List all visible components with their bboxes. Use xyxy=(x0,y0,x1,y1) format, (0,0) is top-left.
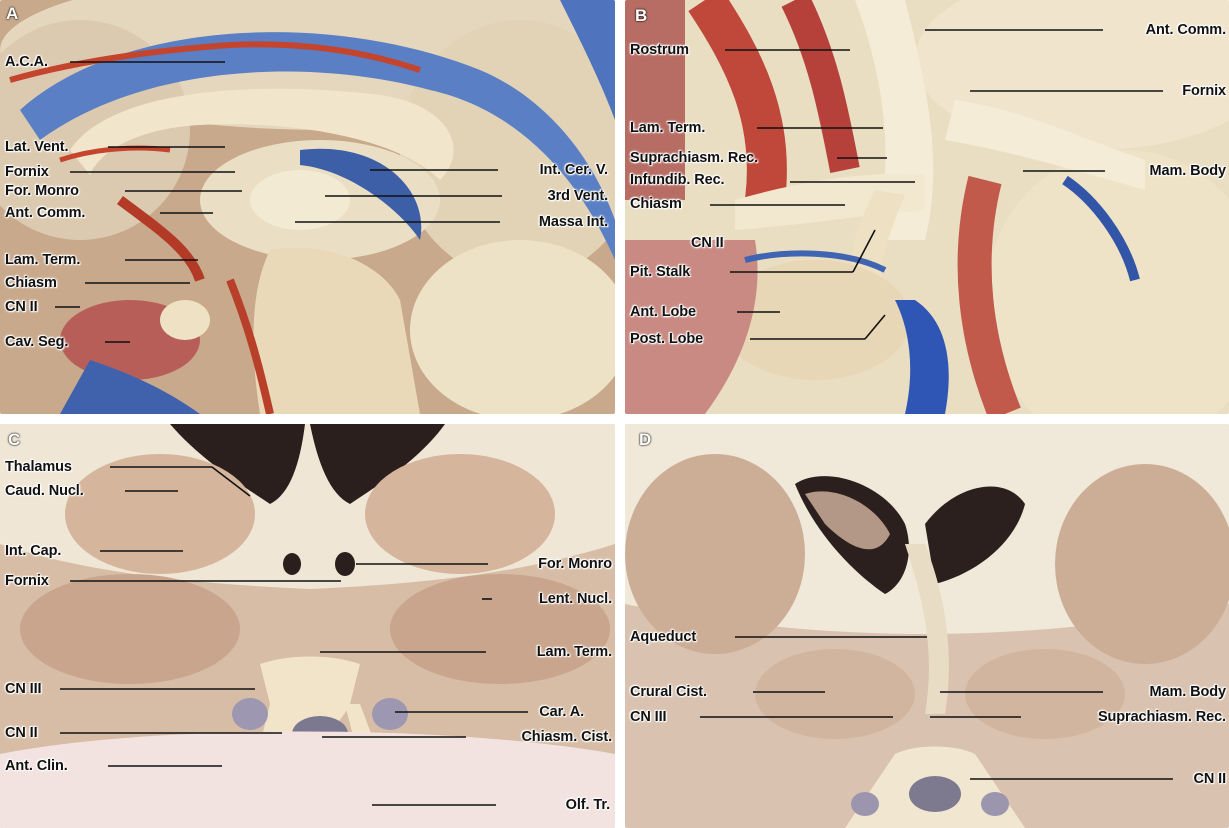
label-int-cer-v: Int. Cer. V. xyxy=(539,162,608,178)
label-3rd-vent: 3rd Vent. xyxy=(547,188,608,204)
label-infundib-rec: Infundib. Rec. xyxy=(630,172,725,188)
panel-c-leader-lines xyxy=(60,466,528,806)
label-crural-cist: Crural Cist. xyxy=(630,684,707,700)
label-cn-ii-b: CN II xyxy=(691,235,724,251)
label-aca: A.C.A. xyxy=(5,54,48,70)
label-int-cap: Int. Cap. xyxy=(5,543,62,559)
label-cn-ii-c: CN II xyxy=(5,725,38,741)
label-mam-body-b: Mam. Body xyxy=(1149,163,1227,179)
label-ant-comm: Ant. Comm. xyxy=(5,205,86,221)
label-cn-iii-d: CN III xyxy=(630,709,667,725)
label-suprachiasm-rec-b: Suprachiasm. Rec. xyxy=(630,150,759,166)
label-cn-iii-c: CN III xyxy=(5,681,42,697)
label-caud-nucl: Caud. Nucl. xyxy=(5,483,84,499)
panel-d: D Aqueduct Crural Cist. Mam. Body CN III… xyxy=(625,424,1229,828)
label-cn-ii-d: CN II xyxy=(1193,771,1226,787)
label-post-lobe: Post. Lobe xyxy=(630,331,704,347)
label-lent-nucl: Lent. Nucl. xyxy=(538,591,612,607)
label-ant-clin: Ant. Clin. xyxy=(5,758,68,774)
label-rostrum: Rostrum xyxy=(630,42,689,58)
label-fornix-c: Fornix xyxy=(5,573,49,589)
panel-b-letter: B xyxy=(635,6,648,25)
panel-a-leader-lines xyxy=(55,61,502,343)
panel-a-letter: A xyxy=(6,4,19,23)
panel-c-photo xyxy=(0,424,615,828)
panel-c: C Thalamus Caud. Nucl. Int. Cap. Fornix … xyxy=(0,424,615,828)
panel-b: B Rostrum Ant. Comm. Fornix Lam. Term. S… xyxy=(625,0,1229,414)
label-chiasm-b: Chiasm xyxy=(630,196,682,212)
label-lam-term-b: Lam. Term. xyxy=(630,120,706,136)
label-massa-int: Massa Int. xyxy=(538,214,608,230)
label-fornix: Fornix xyxy=(5,164,49,180)
label-chiasm-cist: Chiasm. Cist. xyxy=(521,729,612,745)
label-cav-seg: Cav. Seg. xyxy=(5,334,69,350)
label-fornix-b: Fornix xyxy=(1182,83,1226,99)
panel-d-letter: D xyxy=(639,430,652,449)
label-aqueduct: Aqueduct xyxy=(630,629,697,645)
panel-c-letter: C xyxy=(8,430,21,449)
label-chiasm: Chiasm xyxy=(5,275,57,291)
label-for-monro-c: For. Monro xyxy=(538,556,612,572)
label-cn-ii: CN II xyxy=(5,299,38,315)
panel-a: A A.C.A. Lat. Vent. Fornix For. Monro An… xyxy=(0,0,615,414)
label-lat-vent: Lat. Vent. xyxy=(5,139,69,155)
label-lam-term: Lam. Term. xyxy=(5,252,81,268)
label-suprachiasm-rec-d: Suprachiasm. Rec. xyxy=(1097,709,1226,725)
label-olf-tr: Olf. Tr. xyxy=(565,797,610,813)
label-pit-stalk: Pit. Stalk xyxy=(630,264,691,280)
label-thalamus: Thalamus xyxy=(5,459,72,475)
label-lam-term-c: Lam. Term. xyxy=(536,644,612,660)
panel-b-leader-lines xyxy=(710,29,1163,340)
panel-b-photo xyxy=(625,0,1229,414)
panel-d-photo xyxy=(625,424,1229,828)
label-car-a: Car. A. xyxy=(539,704,584,720)
label-mam-body-d: Mam. Body xyxy=(1149,684,1227,700)
label-for-monro: For. Monro xyxy=(5,183,79,199)
label-ant-lobe: Ant. Lobe xyxy=(630,304,696,320)
label-ant-comm-b: Ant. Comm. xyxy=(1145,22,1226,38)
panel-d-leader-lines xyxy=(700,636,1173,780)
